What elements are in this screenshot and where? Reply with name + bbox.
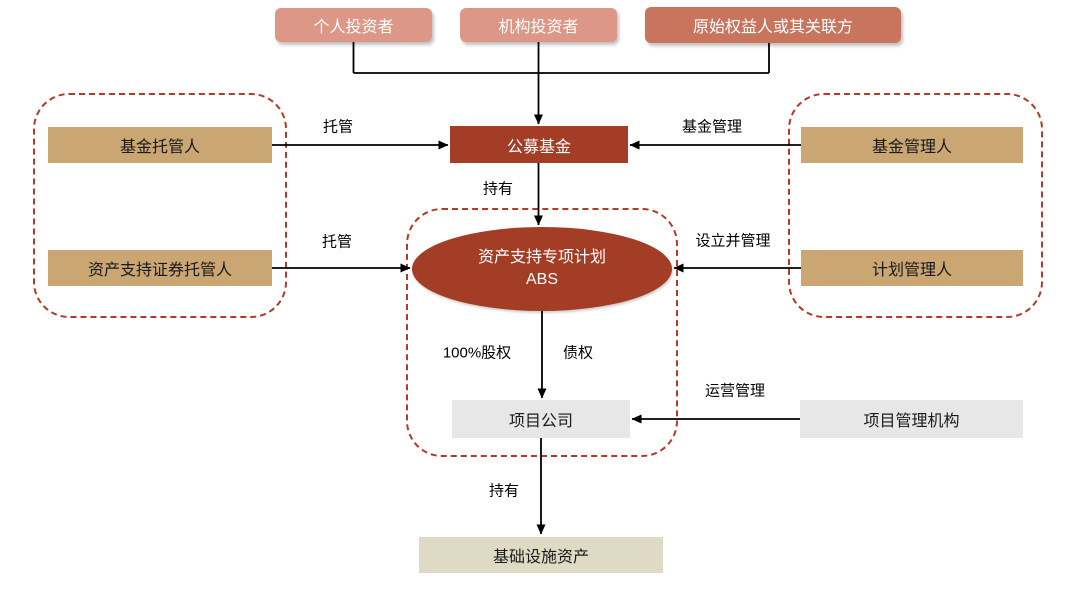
node-project-company: 项目公司: [452, 400, 630, 438]
node-original-owner-label: 原始权益人或其关联方: [692, 19, 853, 36]
edge-label-fund-management: 基金管理: [681, 118, 743, 136]
node-abs-custodian-label: 资产支持证券托管人: [87, 262, 232, 279]
edge-label-custody-abs: 托管: [321, 233, 353, 251]
node-institutional-investor: 机构投资者: [460, 8, 617, 42]
node-fund-manager: 基金管理人: [801, 127, 1023, 163]
managers-group-frame: [788, 93, 1043, 318]
node-individual-investor-label: 个人投资者: [313, 19, 394, 36]
node-project-manager-org-label: 项目管理机构: [863, 413, 960, 430]
node-fund-custodian-label: 基金托管人: [119, 139, 200, 156]
edge-label-equity-100: 100%股权: [442, 344, 512, 362]
node-abs-custodian: 资产支持证券托管人: [48, 250, 272, 286]
edge-label-operation-management: 运营管理: [704, 382, 766, 400]
node-institutional-investor-label: 机构投资者: [498, 19, 579, 36]
node-public-fund-label: 公募基金: [506, 138, 571, 156]
node-project-company-label: 项目公司: [508, 413, 573, 430]
node-abs-plan-label-line2: ABS: [525, 271, 558, 288]
node-infrastructure-asset: 基础设施资产: [419, 537, 663, 573]
node-public-fund: 公募基金: [450, 126, 628, 163]
node-fund-custodian: 基金托管人: [48, 127, 272, 163]
node-abs-plan-ellipse: 资产支持专项计划 ABS: [412, 227, 672, 311]
abs-plan-group-frame: [406, 208, 678, 457]
edge-label-hold-company-to-asset: 持有: [488, 482, 520, 500]
node-plan-manager: 计划管理人: [801, 250, 1023, 286]
edge-label-custody-fund: 托管: [322, 118, 354, 136]
edge-label-debt: 债权: [562, 344, 594, 362]
node-plan-manager-label: 计划管理人: [871, 262, 952, 279]
node-individual-investor: 个人投资者: [275, 8, 432, 42]
edge-investors-bus: [352, 42, 770, 74]
custodians-group-frame: [33, 93, 287, 318]
node-infrastructure-asset-label: 基础设施资产: [492, 549, 589, 566]
node-original-owner: 原始权益人或其关联方: [645, 7, 901, 43]
node-fund-manager-label: 基金管理人: [871, 139, 952, 156]
node-abs-plan-label-line1: 资产支持专项计划: [477, 249, 606, 267]
edge-label-setup-and-manage: 设立并管理: [695, 232, 771, 250]
node-project-manager-org: 项目管理机构: [800, 400, 1023, 438]
edge-label-hold-fund-to-abs: 持有: [482, 180, 514, 198]
